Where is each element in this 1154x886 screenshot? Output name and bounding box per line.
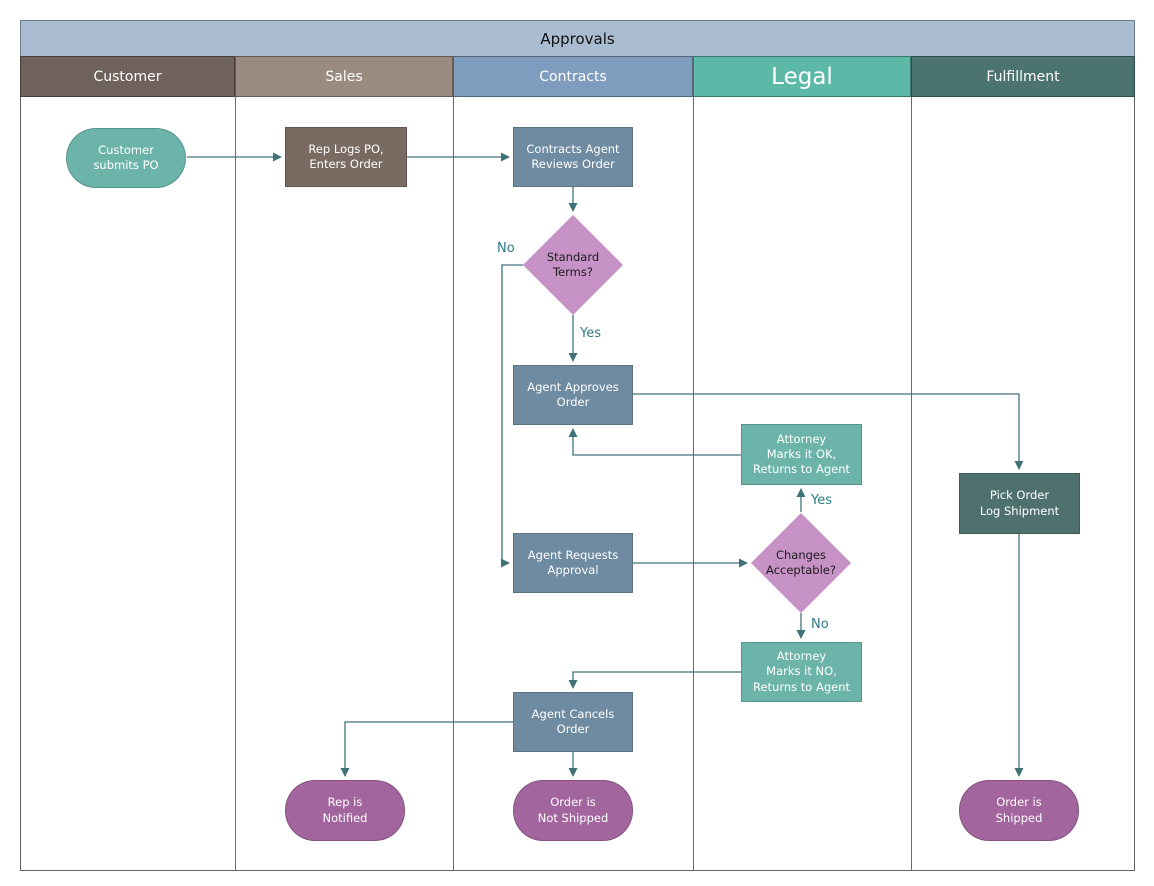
node-rep-logs-po[interactable]: Rep Logs PO, Enters Order: [285, 127, 407, 187]
edge-label-changes-acceptable-no: No: [811, 617, 829, 632]
lane-header-sales[interactable]: Sales: [235, 56, 453, 97]
lane-header-customer[interactable]: Customer: [20, 56, 235, 97]
lane-header-legal[interactable]: Legal: [693, 56, 911, 97]
edge-label-standard-terms-yes: Yes: [580, 326, 601, 341]
node-customer-submits-po[interactable]: Customer submits PO: [66, 128, 186, 188]
node-pick-order-log-shipment[interactable]: Pick Order Log Shipment: [959, 473, 1080, 534]
node-attorney-marks-no[interactable]: Attorney Marks it NO, Returns to Agent: [741, 642, 862, 702]
edge-label-standard-terms-no: No: [497, 241, 515, 256]
node-agent-requests-approval[interactable]: Agent Requests Approval: [513, 533, 633, 593]
node-rep-is-notified[interactable]: Rep is Notified: [285, 780, 405, 841]
lane-divider-legal-fulfillment: [911, 97, 912, 871]
lane-divider-customer-sales: [235, 97, 236, 871]
lane-header-row: Customer Sales Contracts Legal Fulfillme…: [20, 56, 1135, 97]
lane-header-contracts[interactable]: Contracts: [453, 56, 693, 97]
lane-divider-sales-contracts: [453, 97, 454, 871]
node-order-is-shipped[interactable]: Order is Shipped: [959, 780, 1079, 841]
lane-divider-contracts-legal: [693, 97, 694, 871]
node-agent-cancels-order[interactable]: Agent Cancels Order: [513, 692, 633, 752]
node-order-is-not-shipped[interactable]: Order is Not Shipped: [513, 780, 633, 841]
edge-label-changes-acceptable-yes: Yes: [811, 493, 832, 508]
lane-header-fulfillment[interactable]: Fulfillment: [911, 56, 1135, 97]
node-attorney-marks-ok[interactable]: Attorney Marks it OK, Returns to Agent: [741, 424, 862, 485]
node-agent-approves-order[interactable]: Agent Approves Order: [513, 365, 633, 425]
node-contracts-agent-reviews-order[interactable]: Contracts Agent Reviews Order: [513, 127, 633, 187]
diagram-title[interactable]: Approvals: [20, 20, 1135, 57]
